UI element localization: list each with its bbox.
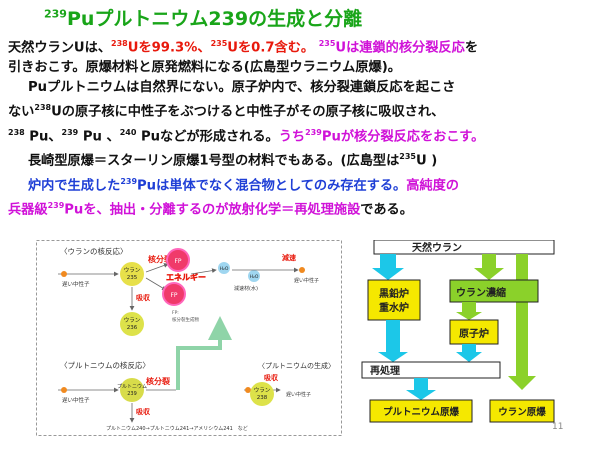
page-number: 11 [552,422,564,432]
fp-note: FP:核分裂生成物 [172,310,199,323]
neutron-dot [299,267,305,273]
pu-gen-section-label: 〈プルトニウムの生成〉 [258,361,335,370]
pu-bomb-label: プルトニウム原爆 [383,406,460,418]
line-2: 引きおこす。原爆材料と原発燃料になる(広島型ウラニウム原爆)。 [8,60,401,76]
line-8: 兵器級239Puを、抽出・分離するのが放射化学＝再処理施設である。 [8,200,413,218]
line-3: Puプルトニウムは自然界にない。原子炉内で、核分裂連鎖反応を起こさ [28,80,456,96]
natural-uranium-box [373,239,555,255]
uranium-section-label: 〈ウランの核反応〉 [60,246,128,256]
graphite-label: 黒鉛炉重水炉 [379,287,409,314]
pu-bomb-box [369,399,473,423]
absorb-label: 吸収 [264,373,279,382]
slide-title: 239Puプルトニウム239の生成と分離 [44,7,363,30]
reactor-label: 原子炉 [459,327,489,340]
line-7: 炉内で生成した239Puは単体でなく混合物としてのみ存在する。高純度の [28,176,459,193]
pu239-nucleus [120,378,144,402]
line-4: ない238Uの原子核に中性子をぶつけると中性子がその原子核に吸収され、 [8,103,445,120]
moderator-label: 減速材(水) [234,285,258,292]
u235-nucleus [120,262,144,286]
energy-label: エネルギー [166,272,206,282]
graphite-reactor-box [367,279,421,321]
line-1: 天然ウランUは、238Uを99.3%、235Uを0.7含む。 235Uは連鎖的核… [8,39,478,56]
reprocessing-box [361,361,501,379]
h2o-molecule [248,270,260,282]
slide-body: 天然ウランUは、238Uを99.3%、235Uを0.7含む。 235Uは連鎖的核… [8,34,596,220]
absorb-label: 吸収 [136,293,151,302]
fission-label: 核分裂 [148,254,172,264]
fp-label: FP [174,258,181,265]
fp-burst [162,282,186,306]
reprocessing-label: 再処理 [370,364,400,377]
fuel-cycle-diagram: 天然ウラン 黒鉛炉重水炉 ウラン濃縮 原子炉 再処理 プルトニウム原爆 ウラン原… [354,239,566,430]
slow-neutron-label: 遅い中性子 [62,396,90,404]
neutron-dot [61,387,67,393]
u-bomb-label: ウラン原爆 [498,406,546,418]
enrichment-box [449,279,539,303]
u-bomb-box [489,399,555,423]
absorb-label: 吸収 [136,407,151,416]
slow-neutron-label: 遅い中性子 [62,280,90,288]
neutron-dot [245,387,251,393]
line-6: 長崎型原爆＝スターリン原爆1号型の材料でもある。(広島型は235U ) [28,152,438,169]
pu-section-label: 〈プルトニウムの核反応〉 [60,360,150,370]
chain-label: プルトニウム240→プルトニウム241→アメリシウム241 など [106,425,248,432]
neutron-dot [61,271,67,277]
u238-nucleus [250,382,274,406]
line-5: 238 Pu、239 Pu 、240 Puなどが形成される。うち239Puが核分… [8,127,485,145]
fission-label: 核分裂 [146,376,170,386]
u236-nucleus [120,312,144,336]
enrichment-label: ウラン濃縮 [456,286,506,299]
h2o-label: H₂O [250,274,259,280]
nuclear-reaction-diagram: 〈ウランの核反応〉 〈プルトニウムの核反応〉 〈プルトニウムの生成〉 遅い中性子… [36,240,342,436]
decel-label: 減速 [282,253,296,262]
slow-neutron-label: 遅い中性子 [286,391,311,398]
fp-label: FP [170,292,177,299]
h2o-label: H₂O [220,266,229,272]
fp-burst [166,248,190,272]
slow-neutron-label: 遅い中性子 [294,277,319,284]
h2o-molecule [218,262,230,274]
natural-uranium-label: 天然ウラン [412,241,462,254]
